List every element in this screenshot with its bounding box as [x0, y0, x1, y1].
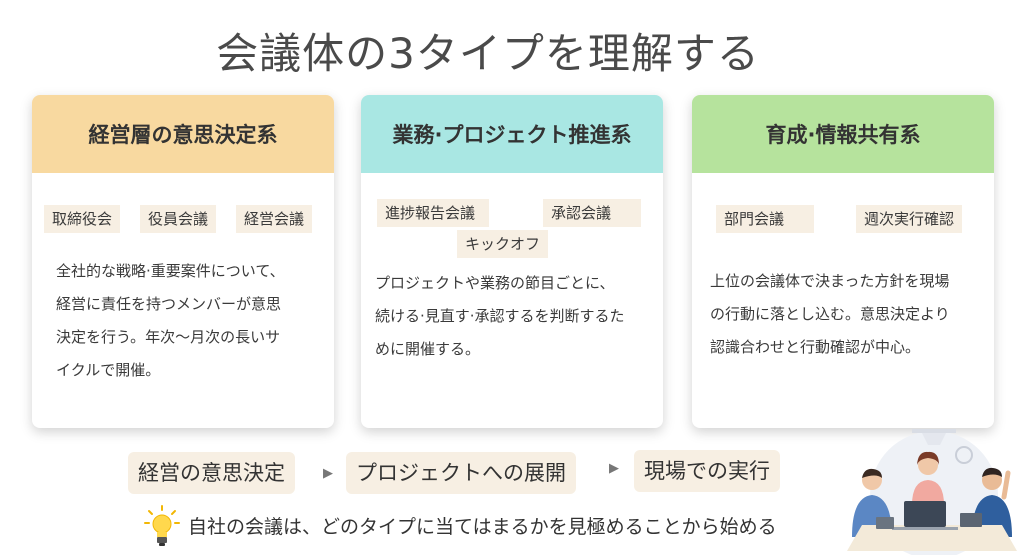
flow-step-field: 現場での実行: [634, 450, 780, 492]
card-project-promotion: 業務·プロジェクト推進系 進捗報告会議 承認会議 キックオフ プロジェクトや業務…: [361, 95, 663, 428]
tag: 役員会議: [140, 205, 217, 233]
card-description: 上位の会議体で決まった方針を現場 の行動に落とし込む。意思決定より 認識合わせと…: [710, 265, 950, 364]
description-line: 経営に責任を持つメンバーが意思: [56, 295, 282, 313]
tag: 部門会議: [716, 205, 814, 233]
card-description: プロジェクトや業務の節目ごとに、 続ける·見直す·承認するを判断するた めに開催…: [375, 267, 625, 366]
description-line: 続ける·見直す·承認するを判断するた: [375, 307, 625, 325]
flow-step-executive: 経営の意思決定: [128, 452, 295, 494]
tag: 週次実行確認: [856, 205, 963, 233]
description-line: 認識合わせと行動確認が中心。: [710, 338, 921, 356]
card-description: 全社的な戦略·重要案件について、 経営に責任を持つメンバーが意思 決定を行う。年…: [56, 255, 285, 387]
description-line: イクルで開催。: [56, 361, 161, 379]
arrow-right-icon: ▶: [609, 461, 619, 476]
tag: 承認会議: [543, 199, 641, 227]
description-line: の行動に落とし込む。意思決定より: [710, 305, 950, 323]
card-executive-decision: 経営層の意思決定系 取締役会 役員会議 経営会議 全社的な戦略·重要案件について…: [32, 95, 334, 428]
description-line: 決定を行う。年次〜月次の長いサ: [56, 328, 281, 346]
card-heading: 業務·プロジェクト推進系: [361, 95, 663, 173]
lightbulb-icon: [144, 505, 180, 553]
card-heading: 経営層の意思決定系: [32, 95, 334, 173]
tag: 経営会議: [236, 205, 313, 233]
description-line: 全社的な戦略·重要案件について、: [56, 262, 285, 280]
flow-step-project: プロジェクトへの展開: [346, 452, 576, 494]
description-line: 上位の会議体で決まった方針を現場: [710, 272, 950, 290]
card-training-info-sharing: 育成·情報共有系 部門会議 週次実行確認 上位の会議体で決まった方針を現場 の行…: [692, 95, 994, 428]
description-line: めに開催する。: [375, 340, 481, 358]
tag: 進捗報告会議: [377, 199, 489, 227]
card-heading: 育成·情報共有系: [692, 95, 994, 173]
page-title: 会議体の3タイプを理解する: [216, 29, 760, 78]
arrow-right-icon: ▶: [323, 466, 333, 481]
tag: 取締役会: [44, 205, 121, 233]
tag: キックオフ: [457, 230, 549, 258]
tip-text: 自社の会議は、どのタイプに当てはまるかを見極めることから始める: [188, 516, 777, 538]
description-line: プロジェクトや業務の節目ごとに、: [375, 274, 615, 292]
meeting-people-illustration: [842, 425, 1020, 559]
